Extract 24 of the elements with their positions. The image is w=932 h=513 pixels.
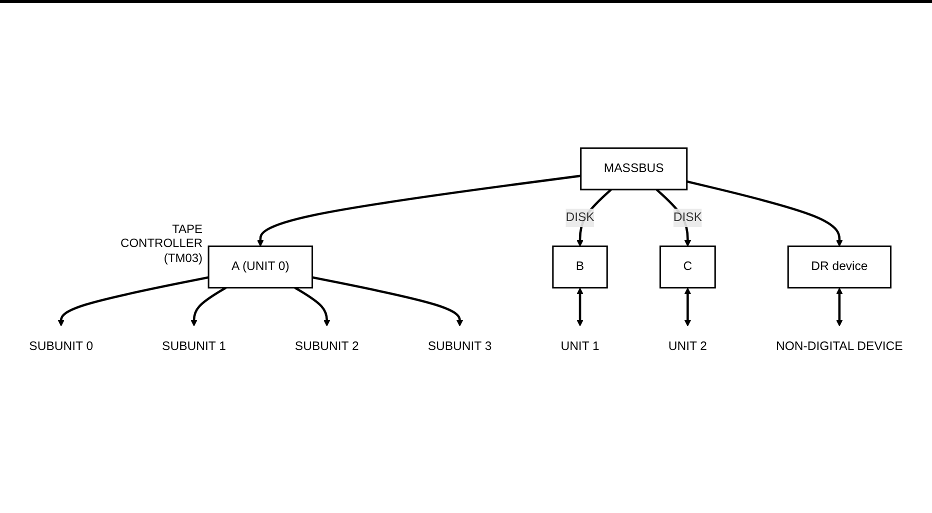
arrow <box>576 288 584 327</box>
node-text: UNIT 1 <box>560 340 600 354</box>
node-text: SUBUNIT 0 <box>29 340 94 354</box>
arrow <box>686 180 843 247</box>
arrow <box>190 286 227 327</box>
node-caption: TAPE CONTROLLER (TM03) <box>120 222 203 266</box>
edge-label: DISK <box>673 211 702 224</box>
node-text: SUBUNIT 1 <box>162 340 226 354</box>
node-box: C <box>659 246 716 289</box>
arrow <box>836 288 843 327</box>
node-text: SUBUNIT 2 <box>294 340 359 354</box>
node-text: NON-DIGITAL DEVICE <box>776 340 903 354</box>
arrow <box>257 174 581 247</box>
arrow <box>294 286 330 327</box>
arrow <box>312 276 464 327</box>
arrow <box>684 288 692 327</box>
node-box: MASSBUS <box>580 148 688 191</box>
node-box: B <box>552 246 608 289</box>
node-text: UNIT 2 <box>668 340 708 354</box>
arrow <box>58 276 209 327</box>
node-box: DR device <box>787 246 892 289</box>
edge-label: DISK <box>566 211 594 224</box>
node-box: A (UNIT 0) <box>208 246 314 289</box>
node-text: SUBUNIT 3 <box>428 340 492 354</box>
